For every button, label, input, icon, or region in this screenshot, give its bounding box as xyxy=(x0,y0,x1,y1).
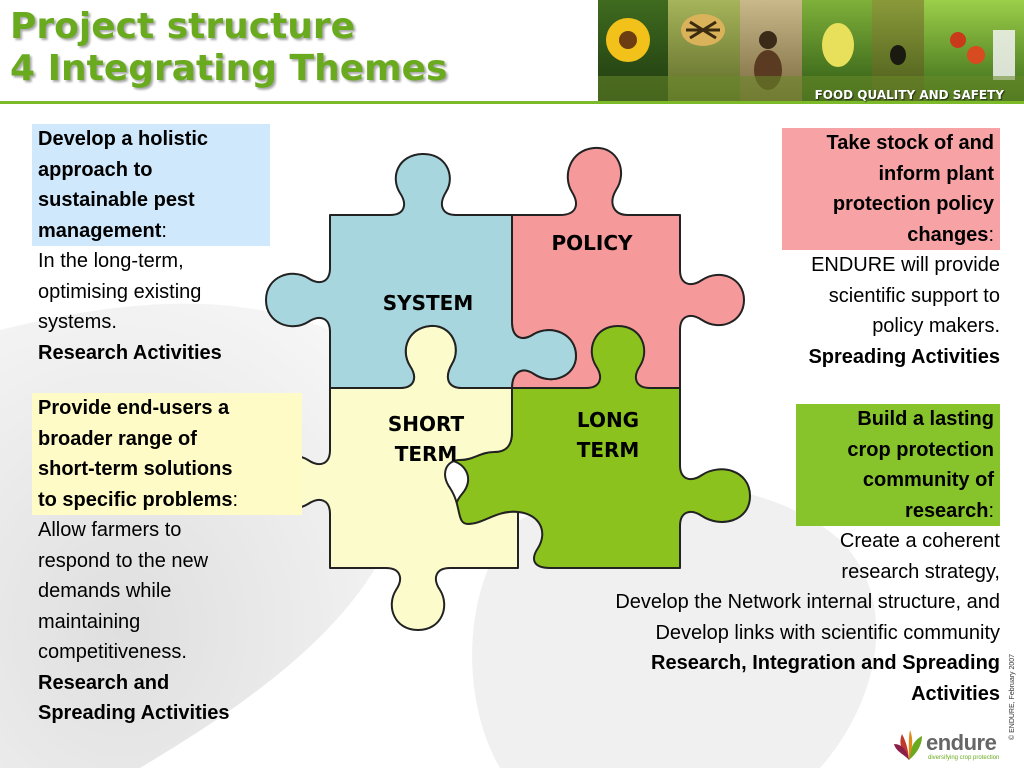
policy-theme-heading: Take stock of and inform plant protectio… xyxy=(782,128,1000,250)
short-term-heading-line: short-term solutions xyxy=(38,454,296,485)
long-term-heading-line: crop protection xyxy=(802,435,994,466)
endure-logo: endure diversifying crop protection xyxy=(892,728,1004,764)
system-heading-line: Develop a holistic xyxy=(38,124,264,155)
policy-heading-line: inform plant xyxy=(788,159,994,190)
long-term-theme-heading: Build a lasting crop protection communit… xyxy=(796,404,1000,526)
slide-title: Project structure 4 Integrating Themes xyxy=(10,6,447,90)
system-body-line: systems. xyxy=(38,307,270,338)
short-term-heading-line: broader range of xyxy=(38,424,296,455)
system-body-line: optimising existing xyxy=(38,277,270,308)
header-photo-strip xyxy=(598,0,1024,101)
system-body-line: In the long-term, xyxy=(38,246,270,277)
short-term-heading-line: Provide end-users a xyxy=(38,393,296,424)
policy-heading-line: Take stock of and xyxy=(788,128,994,159)
short-term-heading-line: to specific problems xyxy=(38,489,233,511)
copyright-notice: © ENDURE, February 2007 xyxy=(1009,654,1016,740)
system-heading-line: sustainable pest xyxy=(38,185,264,216)
system-heading-line: approach to xyxy=(38,155,264,186)
long-term-body-line: Develop the Network internal structure, … xyxy=(615,587,1000,618)
policy-body-line: policy makers. xyxy=(782,311,1000,342)
short-term-label-line1: SHORT xyxy=(388,412,465,436)
system-theme-block: Develop a holistic approach to sustainab… xyxy=(32,124,270,368)
long-term-theme-block: Build a lasting crop protection communit… xyxy=(615,404,1000,709)
policy-body-line: scientific support to xyxy=(782,281,1000,312)
title-line-2: 4 Integrating Themes xyxy=(10,48,447,90)
header-tagline: FOOD QUALITY AND SAFETY xyxy=(815,88,1004,102)
long-term-heading-line: research xyxy=(905,500,988,522)
long-term-body-line: Create a coherent xyxy=(615,526,1000,557)
short-term-body-line: maintaining xyxy=(38,607,302,638)
heading-colon: : xyxy=(233,489,239,511)
policy-heading-line: changes xyxy=(907,224,988,246)
long-term-activities: Research, Integration and Spreading xyxy=(615,648,1000,679)
short-term-body-line: demands while xyxy=(38,576,302,607)
logo-tagline: diversifying crop protection xyxy=(928,755,999,761)
long-term-body-line: research strategy, xyxy=(615,557,1000,588)
short-term-body-line: respond to the new xyxy=(38,546,302,577)
policy-label: POLICY xyxy=(551,231,633,255)
short-term-body-line: competitiveness. xyxy=(38,637,302,668)
heading-colon: : xyxy=(988,500,994,522)
policy-body-line: ENDURE will provide xyxy=(782,250,1000,281)
policy-activities: Spreading Activities xyxy=(782,342,1000,373)
system-theme-heading: Develop a holistic approach to sustainab… xyxy=(32,124,270,246)
leaf-logo-icon xyxy=(892,728,926,762)
short-term-theme-heading: Provide end-users a broader range of sho… xyxy=(32,393,302,515)
policy-theme-block: Take stock of and inform plant protectio… xyxy=(782,128,1000,372)
short-term-label-line2: TERM xyxy=(395,442,458,466)
short-term-body-line: Allow farmers to xyxy=(38,515,302,546)
long-term-activities: Activities xyxy=(615,679,1000,710)
heading-colon: : xyxy=(988,224,994,246)
title-line-1: Project structure xyxy=(10,6,447,48)
logo-wordmark: endure xyxy=(926,730,996,756)
system-activities: Research Activities xyxy=(38,338,270,369)
short-term-theme-block: Provide end-users a broader range of sho… xyxy=(32,393,302,729)
system-label: SYSTEM xyxy=(383,291,474,315)
short-term-activities: Research and xyxy=(38,668,302,699)
policy-heading-line: protection policy xyxy=(788,189,994,220)
long-term-heading-line: community of xyxy=(802,465,994,496)
heading-colon: : xyxy=(161,220,167,242)
system-heading-line: management xyxy=(38,220,161,242)
short-term-activities: Spreading Activities xyxy=(38,698,302,729)
long-term-heading-line: Build a lasting xyxy=(802,404,994,435)
long-term-body-line: Develop links with scientific community xyxy=(615,618,1000,649)
